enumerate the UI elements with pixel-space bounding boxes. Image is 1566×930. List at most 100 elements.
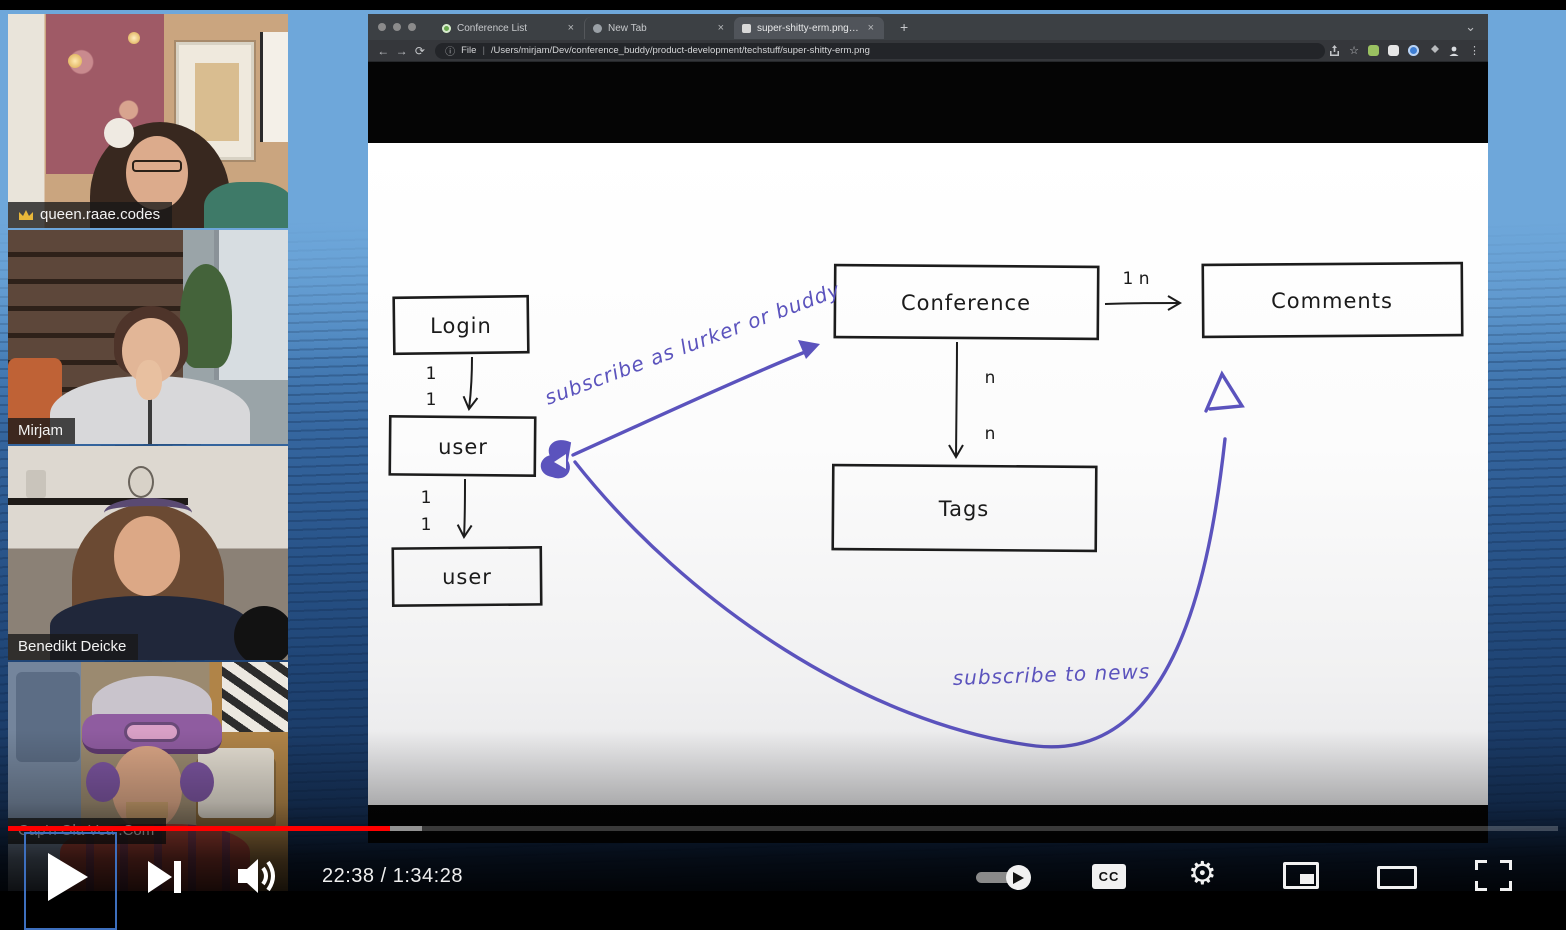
browser-viewport: 1 1 1 1 1 n n n Login user user Conferen…: [368, 62, 1488, 843]
tab-super-shitty-erm-png: super-shitty-erm.png (2050… ×: [734, 17, 884, 39]
annotation-subscribe-lurker: subscribe as lurker or buddy: [541, 277, 843, 409]
arrow-conference-to-comments: [1104, 295, 1182, 311]
browser-toolbar: ← → ⟳ ⓘ File | /Users/mirjam/Dev/confere…: [368, 40, 1488, 62]
box-tags: [831, 463, 1098, 553]
new-tab-button: +: [900, 19, 909, 35]
plant: [180, 264, 232, 368]
background-clutter: [222, 662, 288, 732]
ink-open-arrowhead: [1204, 370, 1245, 413]
play-icon: [48, 853, 88, 901]
extension-icon: [1388, 45, 1399, 56]
extension-icon: [1408, 45, 1419, 56]
browser-tab-strip: Conference List × New Tab × super-shitty…: [368, 14, 1488, 40]
volume-button[interactable]: [238, 857, 280, 898]
entity-label-comments: Comments: [1271, 289, 1393, 313]
tab-close-icon: ×: [567, 22, 574, 34]
extension-icon: [1368, 45, 1379, 56]
participant-name: Benedikt Deicke: [18, 638, 127, 655]
headphone-earcup: [180, 762, 214, 802]
goggles: [124, 722, 180, 742]
forward-icon: →: [395, 43, 408, 58]
window-minimize-dot: [393, 23, 401, 31]
string-light: [128, 32, 140, 44]
entity-label-user: user: [438, 435, 488, 459]
ink-scribble-gap: [554, 454, 566, 469]
back-icon: ←: [377, 43, 390, 58]
hoodie-zipper: [148, 382, 152, 444]
crown-icon: [19, 209, 33, 220]
webcam-benedikt-deicke: Benedikt Deicke: [8, 446, 288, 660]
tab-favicon: [442, 23, 451, 33]
url-text: /Users/mirjam/Dev/conference_buddy/produ…: [490, 45, 870, 56]
tab-close-icon: ×: [717, 22, 724, 34]
ink-solid-arrowhead: [798, 340, 820, 359]
arrow-user-to-user: [456, 478, 473, 539]
annotation-subscribe-news: subscribe to news: [952, 659, 1150, 690]
tab-title: super-shitty-erm.png (2050…: [757, 22, 860, 34]
ink-arrow-user-to-conference: [571, 348, 812, 457]
headphones: [104, 118, 134, 148]
cardinality-label: 1: [426, 390, 437, 410]
webcam-column: queen.raae.codes Mirjam: [8, 14, 288, 892]
shelf-item: [128, 466, 154, 498]
play-button[interactable]: [46, 853, 88, 904]
extensions-pin-icon: [1429, 45, 1439, 55]
arrow-login-to-user: [462, 356, 479, 411]
toolbar-right-icons: ☆ ⋮: [1329, 44, 1480, 57]
tab-conference-list: Conference List ×: [434, 17, 584, 39]
box-conference: [833, 263, 1100, 341]
box-login: [392, 294, 530, 356]
arrow-conference-to-tags: [948, 341, 964, 459]
chevron-down-icon: ⌄: [1465, 19, 1476, 34]
box-user-2: [391, 546, 543, 607]
reload-icon: ⟳: [414, 43, 425, 58]
ink-curve-user-to-comments: [573, 437, 1227, 749]
theater-icon: [1377, 866, 1417, 889]
webcam-queen-raae-codes: queen.raae.codes: [8, 14, 288, 228]
subtitles-button[interactable]: CC: [1092, 864, 1126, 889]
fullscreen-button[interactable]: [1475, 860, 1512, 891]
cardinality-label: n: [985, 368, 996, 388]
tab-title: New Tab: [608, 22, 647, 34]
letterbox-bottom: [0, 891, 1566, 930]
toggle-knob: [1006, 865, 1031, 890]
cardinality-label: n: [985, 424, 996, 444]
url-divider: |: [482, 45, 485, 56]
page-info-icon: ⓘ: [445, 47, 456, 58]
wall-shelf: [8, 498, 188, 505]
settings-button[interactable]: ⚙: [1188, 854, 1217, 892]
headphone-earcup: [86, 762, 120, 802]
box-comments: [1201, 261, 1464, 339]
webcam-mirjam: Mirjam: [8, 230, 288, 444]
cardinality-label: 1: [421, 515, 432, 535]
cardinality-label: 1: [421, 488, 432, 508]
entity-label-tags: Tags: [938, 497, 990, 521]
miniplayer-icon: [1283, 862, 1319, 889]
fullscreen-icon: [1475, 860, 1512, 891]
participant-name: queen.raae.codes: [40, 206, 161, 223]
erm-diagram-image: 1 1 1 1 1 n n n Login user user Conferen…: [368, 143, 1488, 805]
person-glasses: [132, 160, 182, 172]
participant-name-badge: Benedikt Deicke: [8, 634, 139, 660]
microphone: [234, 606, 288, 660]
theater-mode-button[interactable]: [1377, 866, 1417, 889]
autoplay-play-icon: [1013, 871, 1024, 884]
cardinality-label: 1 n: [1123, 269, 1150, 289]
bookmark-star-icon: ☆: [1349, 45, 1359, 57]
letterbox-top: [0, 0, 1566, 10]
person-face: [114, 516, 180, 596]
participant-name: Mirjam: [18, 422, 63, 439]
miniplayer-button[interactable]: [1283, 862, 1319, 889]
tab-close-icon: ×: [867, 22, 874, 34]
person-shoulder: [204, 182, 288, 228]
entity-label-user: user: [442, 565, 492, 589]
entity-relationship-diagram: 1 1 1 1 1 n n n Login user user Conferen…: [388, 261, 1464, 749]
next-button[interactable]: [148, 859, 184, 898]
window-traffic-lights: [378, 23, 416, 31]
background-clutter: [16, 672, 80, 762]
tab-title: Conference List: [457, 22, 528, 34]
autoplay-toggle[interactable]: [976, 865, 1031, 890]
entity-label-login: Login: [430, 314, 492, 338]
tab-new-tab: New Tab ×: [584, 17, 734, 39]
